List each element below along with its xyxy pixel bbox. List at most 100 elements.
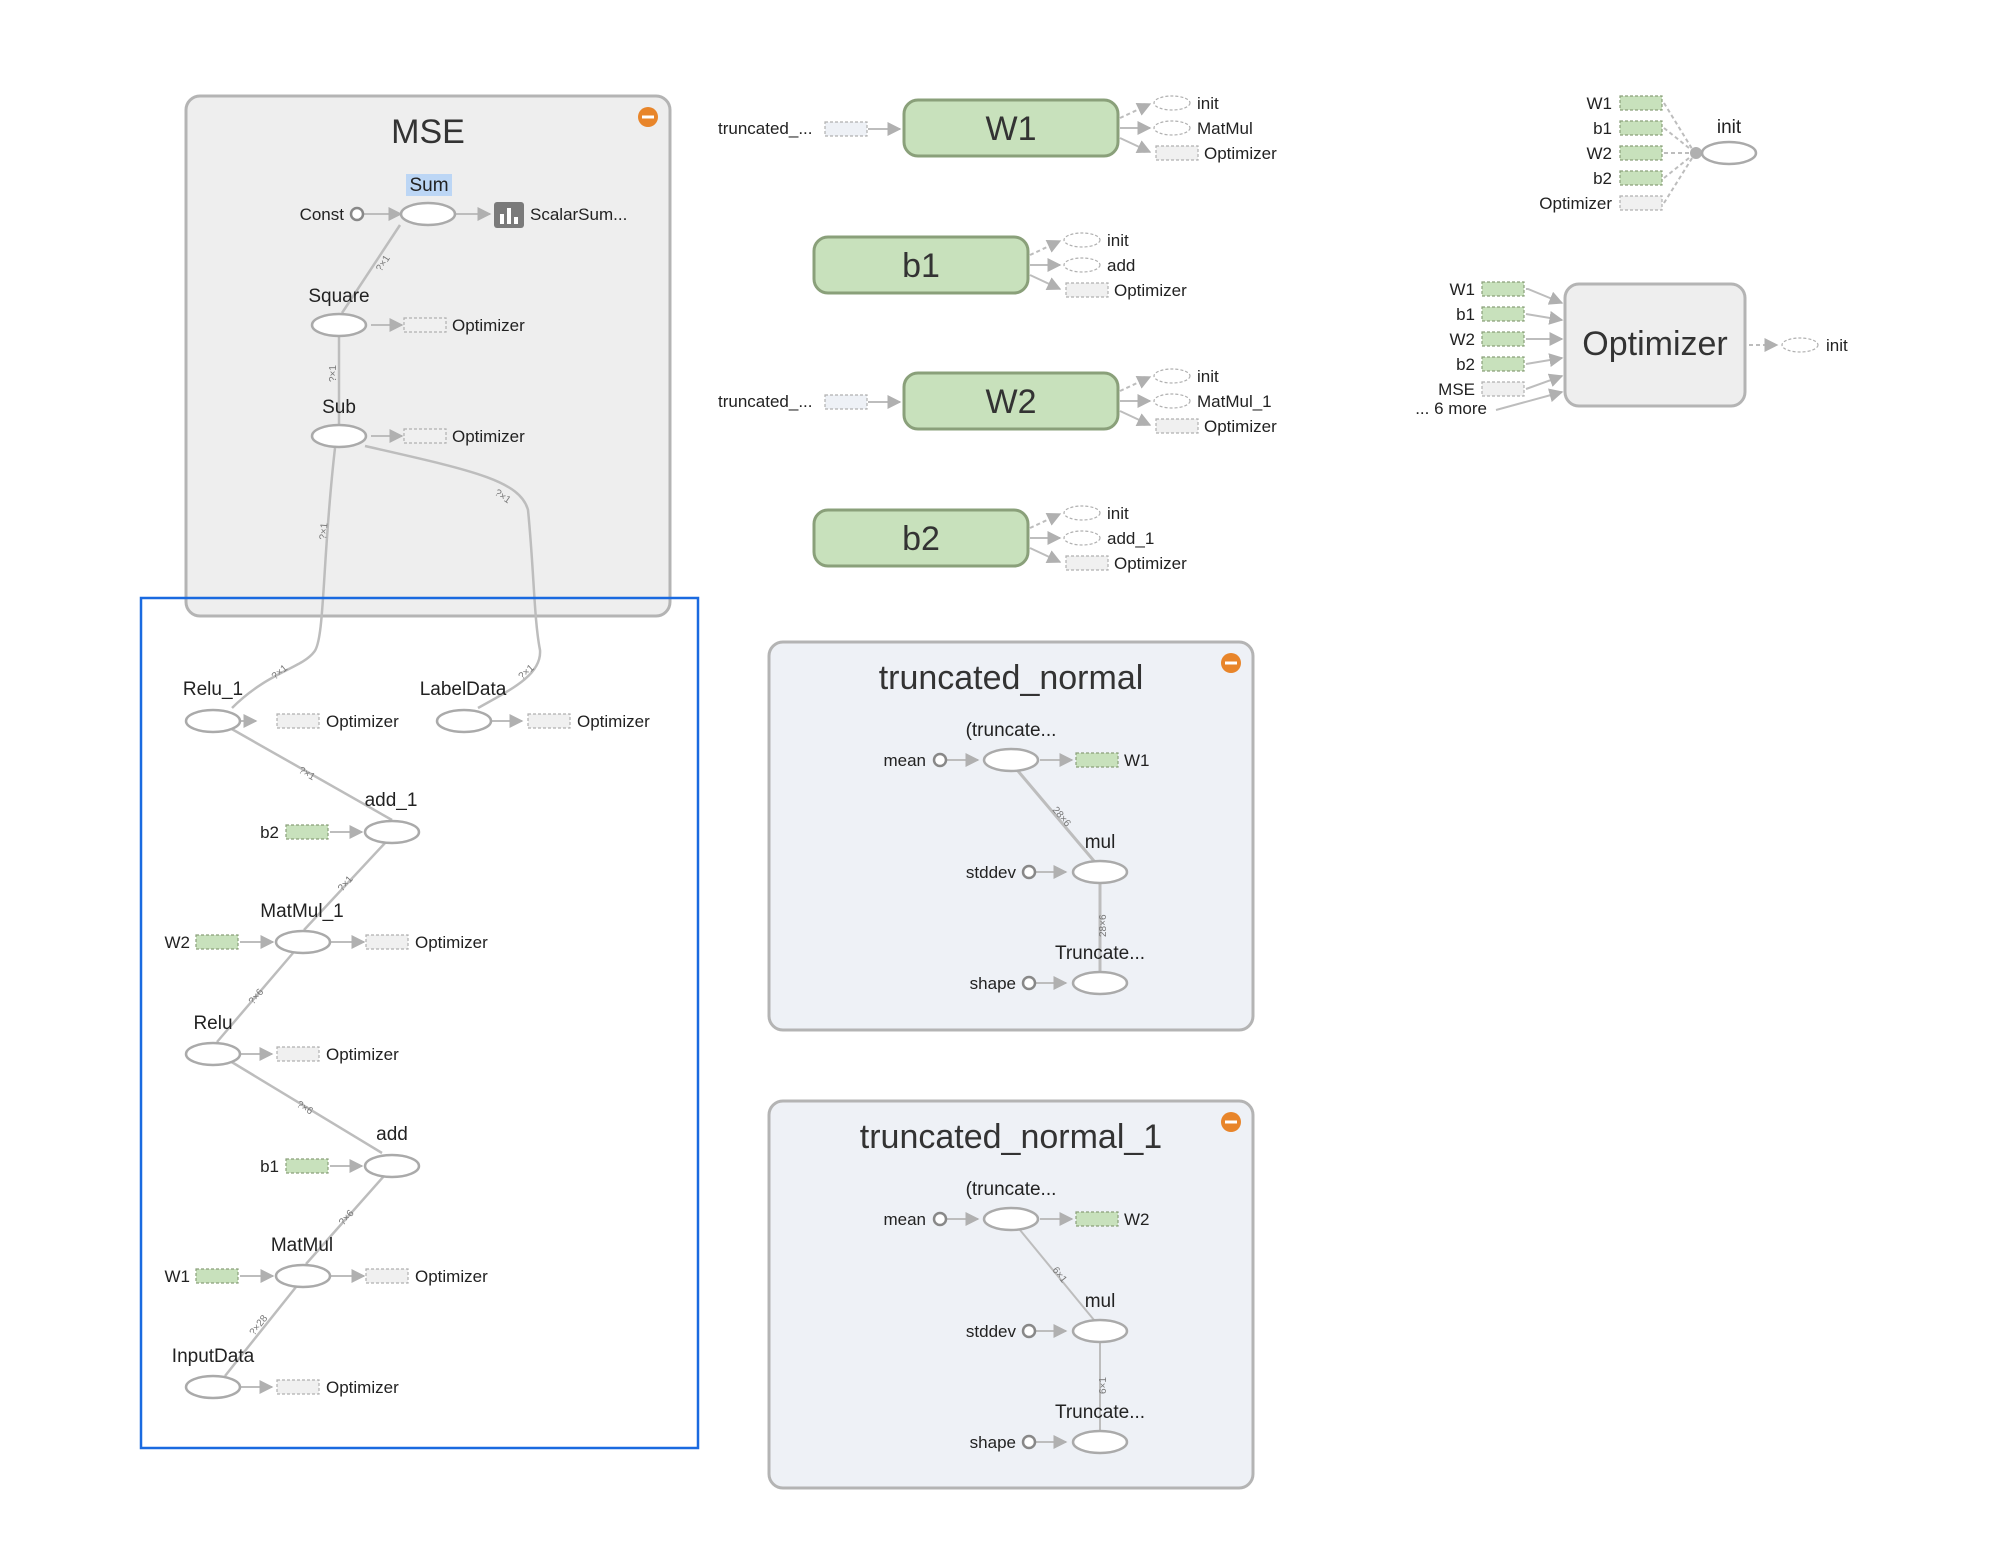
opt-in-b2-stub[interactable] bbox=[1481, 356, 1525, 372]
tn1-edge-label-2: 6×1 bbox=[1098, 1377, 1109, 1394]
selection-rectangle bbox=[139, 596, 700, 1450]
tn0-out-stub[interactable] bbox=[1075, 752, 1119, 768]
matmul-optimizer-stub[interactable] bbox=[365, 1268, 409, 1284]
tn1-mul-node[interactable] bbox=[1071, 1318, 1129, 1344]
relu-node[interactable] bbox=[184, 1041, 242, 1067]
add-node[interactable] bbox=[363, 1153, 421, 1179]
tn0-stddev-node[interactable] bbox=[1021, 864, 1037, 880]
w2-init-stub[interactable] bbox=[1153, 368, 1191, 384]
add1-label: add_1 bbox=[365, 790, 418, 811]
var-b2-node[interactable] bbox=[812, 508, 1030, 568]
b1-add-stub[interactable] bbox=[1063, 257, 1101, 273]
init-in-b2-stub[interactable] bbox=[1619, 170, 1663, 186]
edge-label-e8: ?×28 bbox=[248, 1313, 271, 1338]
init-in-w2-stub[interactable] bbox=[1619, 145, 1663, 161]
var-w2-node[interactable] bbox=[902, 371, 1120, 431]
init-in-opt-stub[interactable] bbox=[1619, 195, 1663, 211]
matmul1-node[interactable] bbox=[274, 929, 332, 955]
matmul-node[interactable] bbox=[274, 1263, 332, 1289]
tn1-out-label: W2 bbox=[1124, 1210, 1150, 1229]
init-in-w1-stub[interactable] bbox=[1619, 95, 1663, 111]
truncated-normal-box[interactable] bbox=[767, 640, 1255, 1032]
square-node[interactable] bbox=[310, 312, 368, 338]
opt-input-0: W1 bbox=[1450, 280, 1476, 299]
init-in-b1-stub[interactable] bbox=[1619, 120, 1663, 136]
mse-group[interactable]: MSE ?×1 ?×1 ?×1 ?×1 Sum Const ScalarSum.… bbox=[184, 94, 672, 710]
truncated-normal-group[interactable]: truncated_normal 28×6 28×6 (truncate... … bbox=[767, 640, 1255, 1032]
tn1-tnode-node[interactable] bbox=[1071, 1429, 1129, 1455]
init-input-1: b1 bbox=[1593, 119, 1612, 138]
tn0-collapse-icon[interactable] bbox=[1221, 653, 1241, 673]
b2-init-stub[interactable] bbox=[1063, 505, 1101, 521]
b2-out-2: Optimizer bbox=[1114, 554, 1187, 573]
sum-label-highlight bbox=[406, 174, 452, 196]
init-input-0: W1 bbox=[1587, 94, 1613, 113]
w1-init-stub[interactable] bbox=[1153, 95, 1191, 111]
tn0-shape-node[interactable] bbox=[1021, 975, 1037, 991]
sub-optimizer-stub[interactable] bbox=[403, 428, 447, 444]
w1-optimizer-stub[interactable] bbox=[1155, 145, 1199, 161]
b1-init-stub[interactable] bbox=[1063, 232, 1101, 248]
relu-optimizer-stub[interactable] bbox=[276, 1046, 320, 1062]
const-node[interactable] bbox=[349, 206, 365, 222]
b2-out-0: init bbox=[1107, 504, 1129, 523]
opt-in-w1-stub[interactable] bbox=[1481, 281, 1525, 297]
tn1-shape-node[interactable] bbox=[1021, 1434, 1037, 1450]
opt-in-b1-stub[interactable] bbox=[1481, 306, 1525, 322]
tn1-out-stub[interactable] bbox=[1075, 1211, 1119, 1227]
scalar-summary-icon[interactable] bbox=[494, 202, 524, 228]
square-optimizer-stub[interactable] bbox=[403, 317, 447, 333]
sub-optimizer-label: Optimizer bbox=[452, 427, 525, 446]
relu1-optimizer-stub[interactable] bbox=[276, 713, 320, 729]
w1-input-stub[interactable] bbox=[824, 121, 868, 137]
labeldata-node[interactable] bbox=[435, 708, 493, 734]
sum-node[interactable] bbox=[399, 201, 457, 227]
b2-optimizer-stub[interactable] bbox=[1065, 555, 1109, 571]
edge-label-e3: ?×1 bbox=[297, 765, 318, 783]
w1-out-2: Optimizer bbox=[1204, 144, 1277, 163]
opt-in-mse-stub[interactable] bbox=[1481, 381, 1525, 397]
var-w1-node[interactable] bbox=[902, 98, 1120, 158]
tn1-stddev-node[interactable] bbox=[1021, 1323, 1037, 1339]
tn1-mul-label: mul bbox=[1085, 1291, 1116, 1312]
tn0-mul-label: mul bbox=[1085, 832, 1116, 853]
sub-node[interactable] bbox=[310, 423, 368, 449]
add1-node[interactable] bbox=[363, 819, 421, 845]
tn0-mean-node[interactable] bbox=[932, 752, 948, 768]
tn0-mul-node[interactable] bbox=[1071, 859, 1129, 885]
opt-in-w2-stub[interactable] bbox=[1481, 331, 1525, 347]
init-group: W1 b1 W2 b2 Optimizer init bbox=[1539, 94, 1758, 213]
add1-b2-stub[interactable] bbox=[285, 824, 329, 840]
w2-optimizer-stub[interactable] bbox=[1155, 418, 1199, 434]
w1-matmul-stub[interactable] bbox=[1153, 120, 1191, 136]
opt-out-init-stub[interactable] bbox=[1781, 337, 1819, 353]
labeldata-optimizer-stub[interactable] bbox=[527, 713, 571, 729]
init-junction bbox=[1690, 147, 1702, 159]
w2-input-stub[interactable] bbox=[824, 394, 868, 410]
tn0-tnode-node[interactable] bbox=[1071, 970, 1129, 996]
truncated-normal-1-group[interactable]: truncated_normal_1 6×1 6×1 (truncate... … bbox=[767, 1099, 1255, 1490]
matmul1-w2-stub[interactable] bbox=[195, 934, 239, 950]
tn1-trunc-node[interactable] bbox=[982, 1206, 1040, 1232]
tn1-collapse-icon[interactable] bbox=[1221, 1112, 1241, 1132]
optimizer-node[interactable] bbox=[1563, 282, 1747, 408]
init-node[interactable] bbox=[1700, 140, 1758, 166]
relu1-node[interactable] bbox=[184, 708, 242, 734]
mse-group-box[interactable] bbox=[184, 94, 672, 618]
matmul-w1-stub[interactable] bbox=[195, 1268, 239, 1284]
mse-collapse-icon[interactable] bbox=[638, 107, 658, 127]
inputdata-optimizer-stub[interactable] bbox=[276, 1379, 320, 1395]
var-w2-title: W2 bbox=[986, 383, 1037, 421]
matmul1-optimizer-stub[interactable] bbox=[365, 934, 409, 950]
tn1-mean-node[interactable] bbox=[932, 1211, 948, 1227]
b1-optimizer-stub[interactable] bbox=[1065, 282, 1109, 298]
truncated-normal-1-box[interactable] bbox=[767, 1099, 1255, 1490]
tn0-trunc-node[interactable] bbox=[982, 747, 1040, 773]
b2-add1-stub[interactable] bbox=[1063, 530, 1101, 546]
var-b1-node[interactable] bbox=[812, 235, 1030, 295]
inputdata-node[interactable] bbox=[184, 1374, 242, 1400]
add-b1-stub[interactable] bbox=[285, 1158, 329, 1174]
w2-matmul1-stub[interactable] bbox=[1153, 393, 1191, 409]
optimizer-title: Optimizer bbox=[1582, 325, 1727, 363]
edge-label-e6: ?×6 bbox=[294, 1099, 315, 1117]
